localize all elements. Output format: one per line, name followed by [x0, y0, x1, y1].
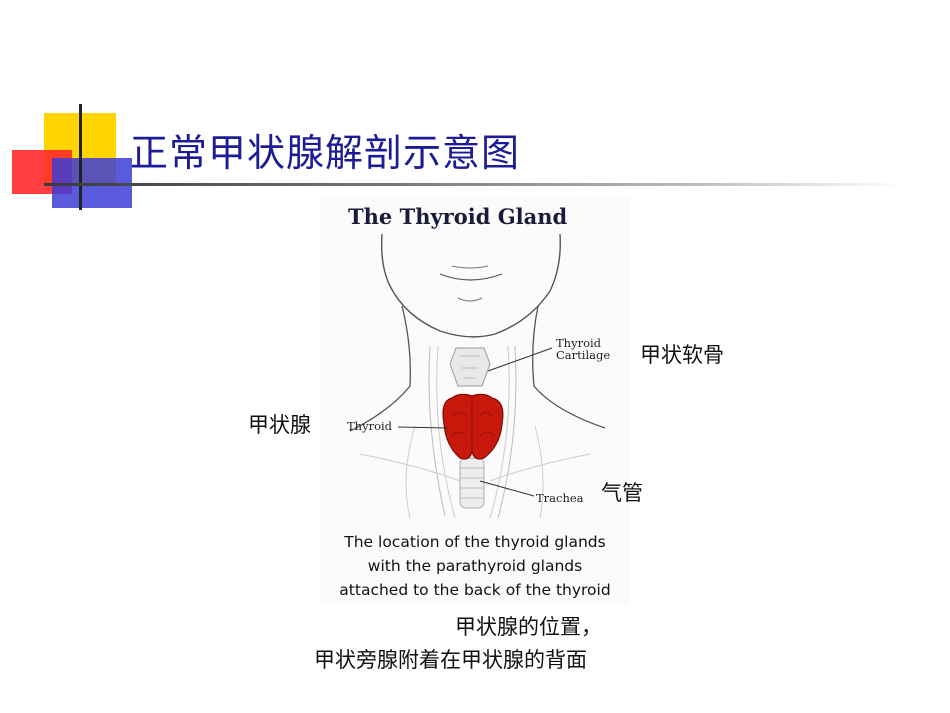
title-underline: [44, 183, 904, 186]
caption-line: with the parathyroid glands: [320, 554, 630, 578]
figure-heading: The Thyroid Gland: [348, 204, 567, 229]
figure-caption: The location of the thyroid glands with …: [320, 530, 630, 602]
annotation-cartilage-cn: 甲状软骨: [640, 339, 724, 369]
bottom-caption-line1: 甲状腺的位置，: [455, 611, 602, 641]
caption-line: The location of the thyroid glands: [320, 530, 630, 554]
label-thyroid: Thyroid: [347, 420, 392, 432]
label-cartilage-line2: Cartilage: [556, 349, 610, 361]
caption-line: attached to the back of the thyroid: [320, 578, 630, 602]
annotation-trachea-cn: 气管: [601, 477, 643, 507]
bottom-caption-line2: 甲状旁腺附着在甲状腺的背面: [314, 644, 587, 674]
label-trachea: Trachea: [536, 492, 584, 504]
slide-title: 正常甲状腺解剖示意图: [130, 122, 520, 177]
thyroid-figure: The Thyroid Gland Thyroid Cartilage Thyr…: [320, 196, 630, 606]
decor-vertical-line: [79, 104, 82, 210]
annotation-thyroid-cn: 甲状腺: [248, 409, 311, 439]
label-thyroid-cartilage: Thyroid Cartilage: [556, 337, 610, 361]
